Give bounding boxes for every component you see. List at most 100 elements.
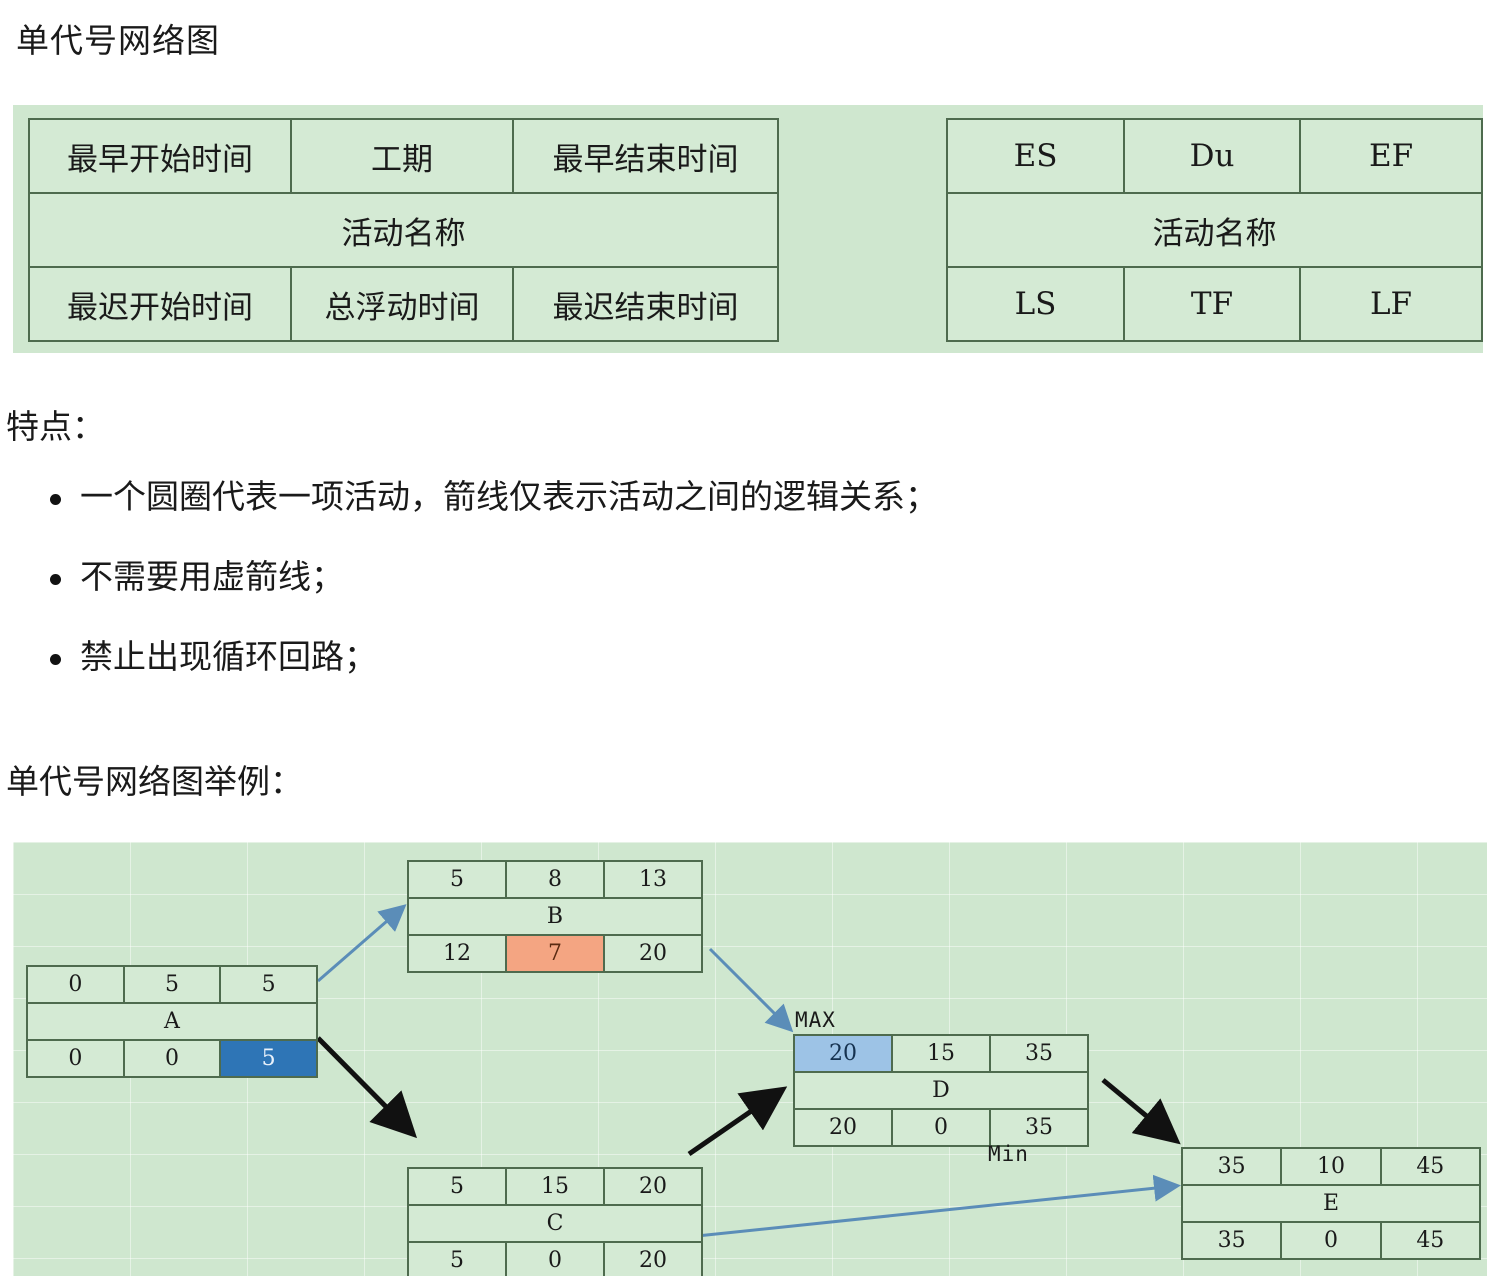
node-d-du: 15	[891, 1036, 991, 1071]
legend-cell-duration: 工期	[290, 118, 514, 194]
list-item: 一个圆圈代表一项活动，箭线仅表示活动之间的逻辑关系；	[50, 477, 1380, 516]
node-a-lf: 5	[221, 1041, 317, 1076]
node-d-tf: 0	[891, 1110, 991, 1145]
node-b-lf: 20	[639, 941, 667, 966]
node-row-name: D	[795, 1071, 1087, 1110]
node-d: 20 15 35 D 20 0 35	[793, 1034, 1089, 1147]
diagram-arrows	[316, 904, 1181, 1238]
node-d-es: 20	[795, 1036, 891, 1071]
page-title: 单代号网络图	[16, 21, 220, 60]
legend-cell-ls: LS	[946, 266, 1125, 342]
legend-cell-ef: EF	[1299, 118, 1483, 194]
table-row: ES Du EF	[946, 118, 1483, 194]
legend-band: 最早开始时间 工期 最早结束时间 活动名称 最迟开始时间 总浮动时间 最迟结束时…	[13, 105, 1483, 353]
node-b: 5 8 13 B 12 7 20	[407, 860, 703, 973]
list-item-label: 不需要用虚箭线；	[80, 557, 344, 596]
node-row-early: 0 5 5	[28, 967, 316, 1002]
node-e-lf: 45	[1416, 1228, 1445, 1253]
bullet-icon	[50, 494, 61, 505]
edge-a-c	[316, 1036, 418, 1139]
legend-cell-lf: LF	[1299, 266, 1483, 342]
node-a-du: 5	[122, 967, 222, 1002]
node-b-es: 5	[450, 867, 464, 892]
features-list: 一个圆圈代表一项活动，箭线仅表示活动之间的逻辑关系； 不需要用虚箭线； 禁止出现…	[44, 480, 1380, 720]
legend-cell-du: Du	[1122, 118, 1302, 194]
list-item-label: 禁止出现循环回路；	[80, 637, 377, 676]
node-row-name: B	[409, 897, 701, 936]
node-e-ls: 35	[1217, 1228, 1246, 1253]
legend-cell-activity-name-abbrev: 活动名称	[946, 192, 1483, 268]
list-item-label: 一个圆圈代表一项活动，箭线仅表示活动之间的逻辑关系；	[80, 477, 938, 516]
node-c-ef: 20	[639, 1174, 667, 1199]
table-row: 活动名称	[28, 192, 779, 268]
table-row: 最迟开始时间 总浮动时间 最迟结束时间	[28, 266, 779, 342]
edge-c-e	[696, 1174, 1181, 1238]
legend-cell-tf: TF	[1122, 266, 1302, 342]
node-row-early: 5 15 20	[409, 1169, 701, 1204]
table-row: 活动名称	[946, 192, 1483, 268]
bullet-icon	[50, 574, 61, 585]
node-a: 0 5 5 A 0 0 5	[26, 965, 318, 1078]
node-e-name: E	[1322, 1191, 1340, 1216]
node-d-ls: 20	[829, 1115, 857, 1140]
node-e-du: 10	[1280, 1149, 1382, 1184]
node-b-du: 8	[505, 862, 605, 897]
network-diagram: 0 5 5 A 0 0 5 5 8 13 B 12	[13, 842, 1487, 1276]
node-a-ef: 5	[261, 972, 276, 997]
legend-cell-activity-name: 活动名称	[28, 192, 779, 268]
node-e-tf: 0	[1280, 1223, 1382, 1258]
legend-cell-earliest-finish: 最早结束时间	[512, 118, 779, 194]
node-row-late: 5 0 20	[409, 1243, 701, 1276]
edge-b-d	[708, 947, 794, 1033]
node-row-name: A	[28, 1002, 316, 1041]
legend-cell-earliest-start: 最早开始时间	[28, 118, 292, 194]
node-c-du: 15	[505, 1169, 605, 1204]
node-e-ef: 45	[1416, 1154, 1445, 1179]
node-c-ls: 5	[450, 1248, 464, 1273]
node-c-es: 5	[450, 1174, 464, 1199]
node-row-early: 5 8 13	[409, 862, 701, 897]
list-item: 不需要用虚箭线；	[50, 557, 1380, 596]
node-b-tf: 7	[505, 936, 605, 971]
node-row-name: C	[409, 1204, 701, 1243]
node-b-ls: 12	[443, 941, 471, 966]
annotation-min: Min	[988, 1142, 1029, 1166]
node-row-late: 20 0 35	[795, 1110, 1087, 1145]
edge-d-e	[1101, 1078, 1181, 1145]
legend-table-chinese: 最早开始时间 工期 最早结束时间 活动名称 最迟开始时间 总浮动时间 最迟结束时…	[28, 118, 779, 342]
node-c: 5 15 20 C 5 0 20	[407, 1167, 703, 1276]
legend-cell-es: ES	[946, 118, 1125, 194]
node-row-late: 0 0 5	[28, 1041, 317, 1076]
table-row: 最早开始时间 工期 最早结束时间	[28, 118, 779, 194]
node-row-name: E	[1183, 1184, 1479, 1223]
list-item: 禁止出现循环回路；	[50, 637, 1380, 676]
node-d-name: D	[932, 1078, 950, 1103]
node-a-ls: 0	[68, 1046, 83, 1071]
node-row-early: 20 15 35	[795, 1036, 1087, 1071]
node-c-lf: 20	[639, 1248, 667, 1273]
bullet-icon	[50, 654, 61, 665]
node-d-lf: 35	[1025, 1115, 1053, 1140]
node-d-ef: 35	[1025, 1041, 1053, 1066]
node-row-early: 35 10 45	[1183, 1149, 1479, 1184]
legend-cell-latest-start: 最迟开始时间	[28, 266, 292, 342]
edge-a-b	[317, 904, 407, 983]
node-row-late: 12 7 20	[409, 936, 701, 971]
node-a-name: A	[164, 1009, 180, 1034]
node-a-tf: 0	[122, 1041, 222, 1076]
legend-cell-total-float: 总浮动时间	[290, 266, 514, 342]
legend-cell-latest-finish: 最迟结束时间	[512, 266, 779, 342]
node-e-es: 35	[1217, 1154, 1246, 1179]
node-b-name: B	[546, 904, 564, 929]
annotation-max: MAX	[795, 1008, 836, 1032]
node-row-late: 35 0 45	[1183, 1223, 1479, 1258]
node-b-ef: 13	[639, 867, 667, 892]
legend-table-abbrev: ES Du EF 活动名称 LS TF LF	[946, 118, 1483, 342]
node-c-name: C	[546, 1211, 564, 1236]
table-row: LS TF LF	[946, 266, 1483, 342]
features-heading: 特点：	[6, 407, 105, 446]
edge-c-d	[687, 1086, 788, 1157]
node-c-tf: 0	[505, 1243, 605, 1276]
node-e: 35 10 45 E 35 0 45	[1181, 1147, 1481, 1260]
